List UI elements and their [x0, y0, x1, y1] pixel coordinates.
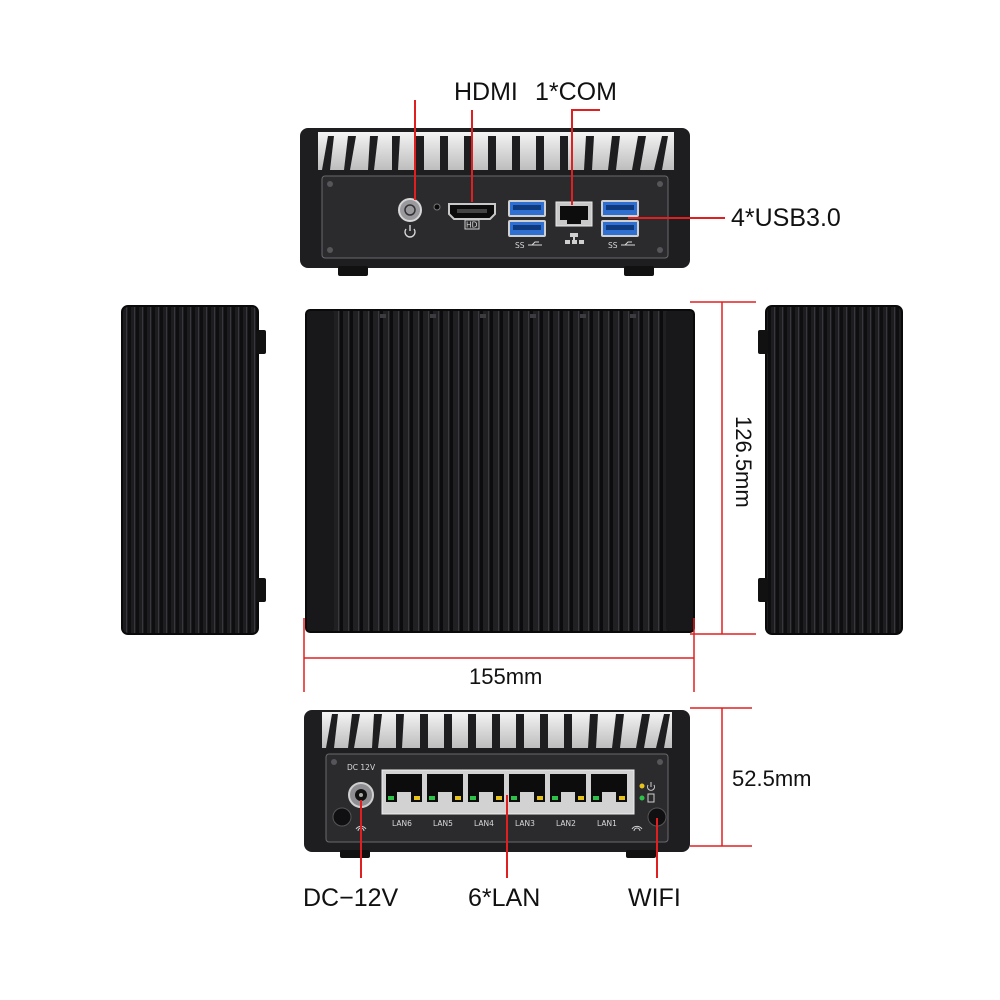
usb-logo-text: SS — [515, 241, 525, 250]
hdmi-port — [448, 203, 496, 220]
lan-led-yellow — [496, 796, 502, 800]
hdmi-logo-icon: HD — [464, 219, 480, 230]
lan-port: LAN1 — [591, 774, 627, 828]
lan-led-green — [511, 796, 517, 800]
lan-port-label: LAN2 — [556, 819, 576, 828]
lan-led-green — [593, 796, 599, 800]
usb-callout-label: 4*USB3.0 — [731, 204, 841, 232]
lan-port: LAN5 — [427, 774, 463, 828]
dc-callout-label: DC−12V — [303, 884, 399, 912]
usb-port-group-right: SS — [601, 200, 639, 250]
hdd-icon — [647, 793, 655, 803]
dimension-lines — [303, 301, 756, 692]
network-icon — [565, 233, 584, 244]
lan-port: LAN4 — [468, 774, 504, 828]
lan-led-green — [552, 796, 558, 800]
power-led-icon — [647, 782, 655, 791]
lan-port-label: LAN5 — [433, 819, 453, 828]
rear-view: DC 12V LAN6 LAN5 LAN4 LAN3 LAN2 LAN1 — [304, 710, 690, 858]
height-dimension-label: 52.5mm — [732, 766, 812, 791]
usb-icon-2 — [621, 241, 635, 246]
power-button — [398, 198, 422, 222]
width-dimension-label: 155mm — [469, 664, 543, 689]
lan-port-label: LAN1 — [597, 819, 617, 828]
lan-port: LAN3 — [509, 774, 545, 828]
com-callout-label: 1*COM — [535, 78, 617, 106]
wifi-callout-label: WIFI — [628, 884, 681, 912]
rear-callout-lines — [360, 795, 658, 878]
lan-port: LAN6 — [386, 774, 422, 828]
depth-dimension-label: 126.5mm — [731, 416, 756, 508]
usb-port-group-left: SS — [508, 200, 546, 250]
antenna-hole-left — [332, 807, 352, 827]
lan-led-yellow — [455, 796, 461, 800]
height-dimension-lines — [690, 707, 752, 847]
hdmi-logo-text: HD — [466, 221, 478, 230]
hdmi-callout-label: HDMI — [454, 78, 518, 106]
top-view — [305, 309, 695, 633]
dc-label-text: DC 12V — [347, 763, 376, 772]
right-side-view — [758, 305, 903, 635]
lan-led-yellow — [619, 796, 625, 800]
wifi-icon-right — [631, 825, 643, 832]
lan-led-yellow — [537, 796, 543, 800]
lan-led-green — [388, 796, 394, 800]
front-callout-lines — [414, 100, 725, 219]
lan-led-yellow — [578, 796, 584, 800]
lan-port: LAN2 — [550, 774, 586, 828]
lan-callout-label: 6*LAN — [468, 884, 541, 912]
front-view: HD SS — [300, 128, 690, 276]
com-port — [555, 201, 593, 227]
power-icon — [404, 225, 416, 238]
usb-icon — [528, 241, 542, 246]
power-led — [433, 203, 441, 211]
lan-port-row: LAN6 LAN5 LAN4 LAN3 LAN2 LAN1 — [386, 774, 627, 828]
lan-led-green — [429, 796, 435, 800]
usb-logo-text-2: SS — [608, 241, 618, 250]
left-side-view — [121, 305, 266, 635]
status-led-2 — [639, 795, 645, 801]
status-led-1 — [639, 783, 645, 789]
lan-port-label: LAN6 — [392, 819, 412, 828]
lan-port-label: LAN4 — [474, 819, 494, 828]
lan-port-label: LAN3 — [515, 819, 535, 828]
lan-led-green — [470, 796, 476, 800]
lan-led-yellow — [414, 796, 420, 800]
